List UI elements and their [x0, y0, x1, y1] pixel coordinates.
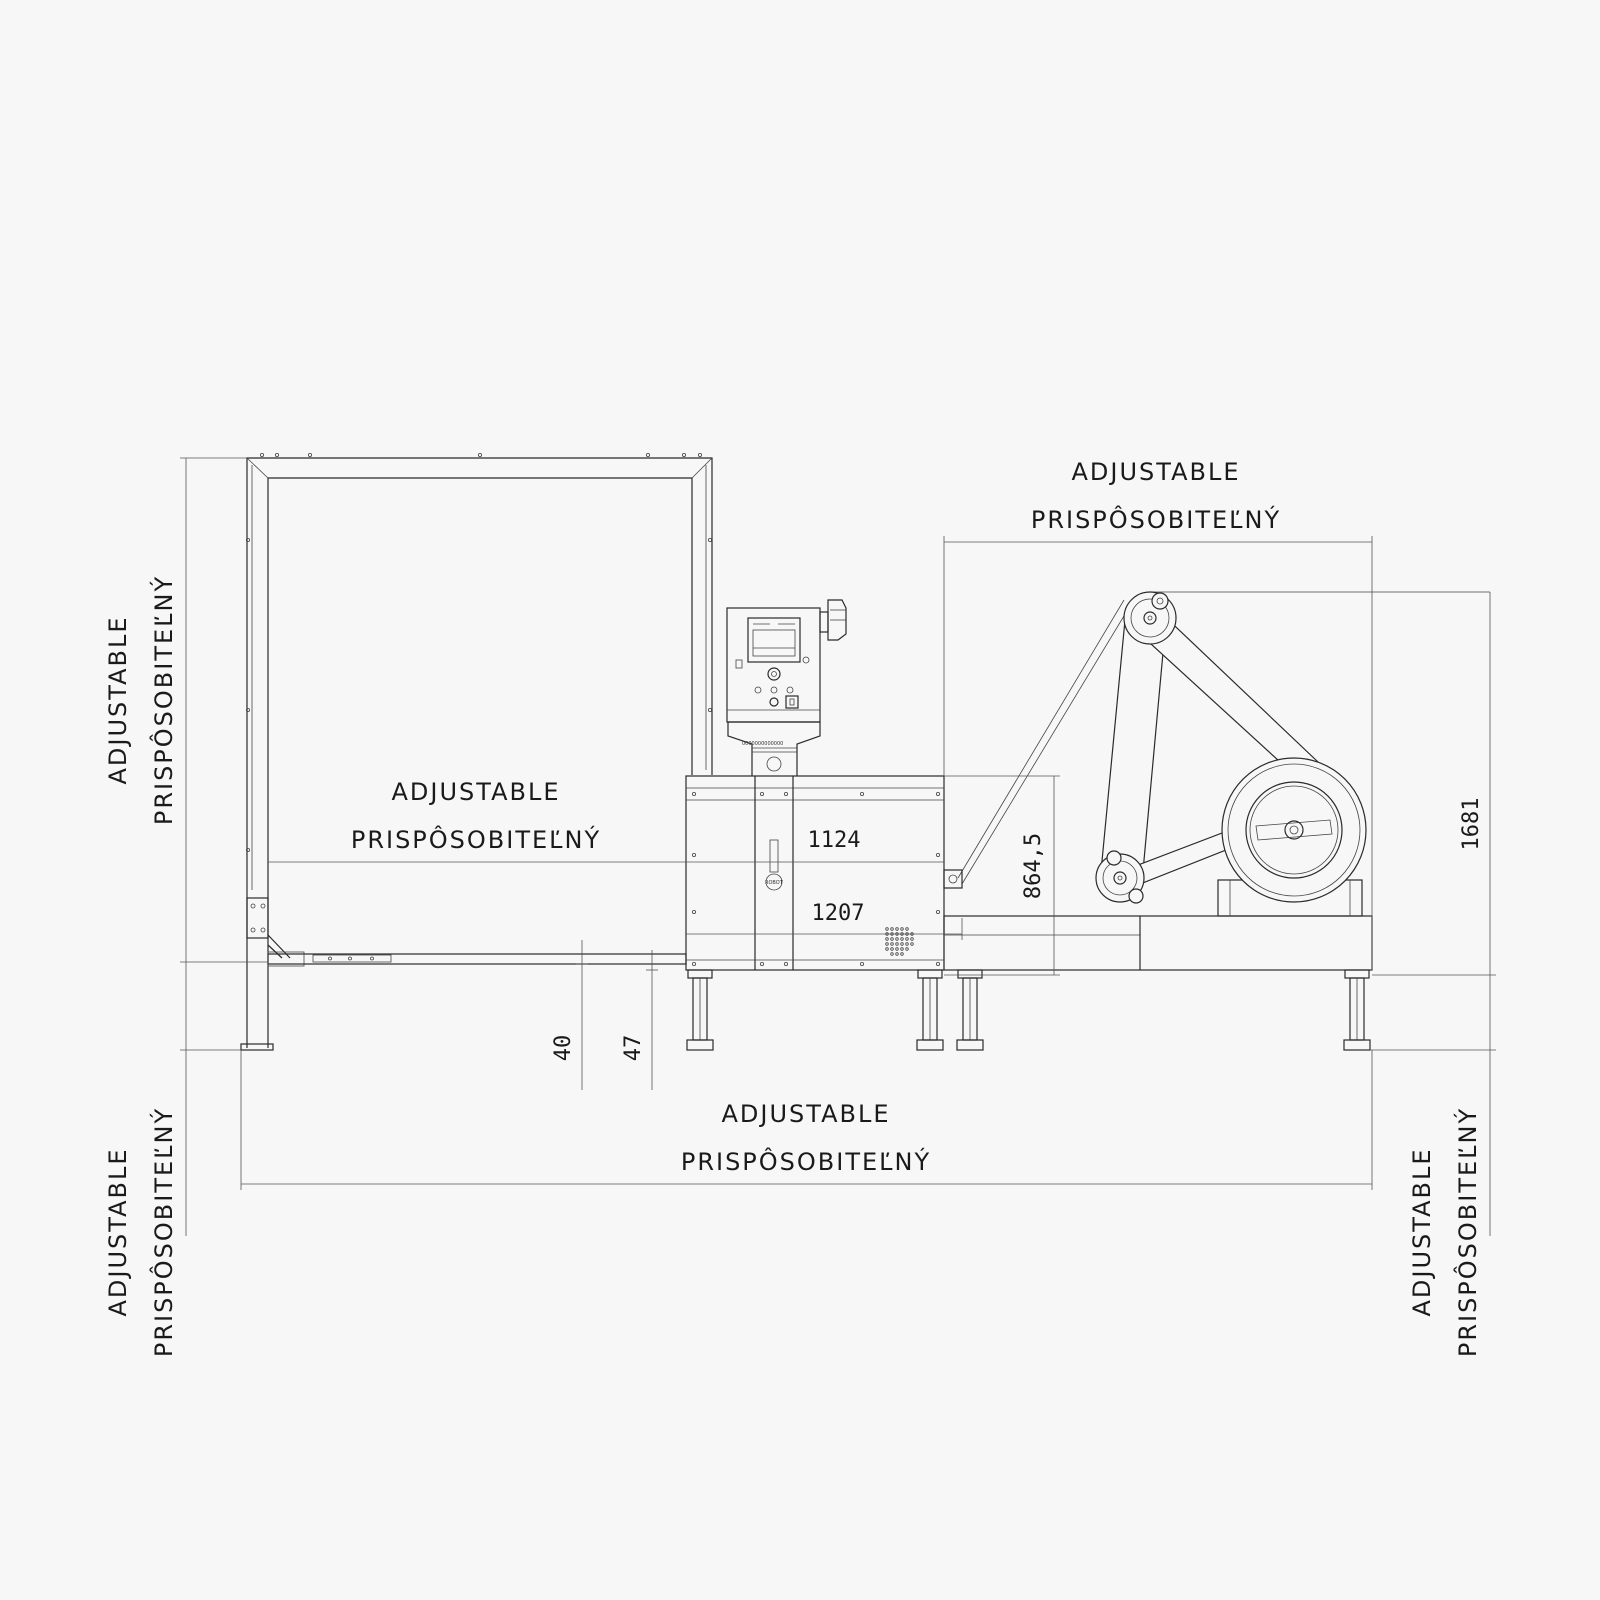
vent-hole [895, 942, 899, 946]
label-adjustable-sk: PRISPÔSOBITEĽNÝ [681, 1146, 931, 1176]
label-adjustable-sk: PRISPÔSOBITEĽNÝ [148, 575, 178, 825]
overall-length-label: ADJUSTABLE PRISPÔSOBITEĽNÝ [681, 1100, 931, 1176]
control-panel: 0000000000000 [726, 599, 847, 776]
label-adjustable-sk: PRISPÔSOBITEĽNÝ [1452, 1107, 1482, 1357]
vent-hole [895, 937, 899, 941]
left-leg-label: ADJUSTABLE PRISPÔSOBITEĽNÝ [104, 1107, 178, 1357]
unwinder-base [943, 915, 1373, 971]
label-adjustable: ADJUSTABLE [1408, 1148, 1436, 1317]
indicator-light-icon [786, 686, 794, 694]
dimension-47: 47 [621, 1035, 646, 1062]
vent-hole [905, 927, 909, 931]
cable-connector-icon [827, 599, 847, 641]
indicator-light-icon [770, 686, 778, 694]
support-legs [686, 969, 1371, 1051]
brand-logo: ROBOT [765, 839, 784, 891]
vent-hole [900, 927, 904, 931]
dimension-1681: 1681 [1459, 798, 1484, 851]
vent-hole [885, 947, 889, 951]
vent-hole [890, 937, 894, 941]
dimension-1124: 1124 [808, 828, 861, 853]
vent-grille [885, 927, 914, 956]
unwinder-width-label: ADJUSTABLE PRISPÔSOBITEĽNÝ [1031, 458, 1281, 534]
label-adjustable-sk: PRISPÔSOBITEĽNÝ [1031, 504, 1281, 534]
vent-hole [890, 947, 894, 951]
main-knob-icon [767, 667, 781, 681]
frame-width-label: ADJUSTABLE PRISPÔSOBITEĽNÝ [351, 778, 601, 854]
vent-hole [910, 937, 914, 941]
vent-hole [895, 952, 899, 956]
vent-hole [890, 942, 894, 946]
vent-hole [905, 942, 909, 946]
vent-hole [885, 927, 889, 931]
dimension-864-5: 864,5 [1021, 833, 1046, 899]
frame-bolts [245, 452, 713, 853]
cabinet-screws [692, 792, 941, 967]
label-adjustable-sk: PRISPÔSOBITEĽNÝ [351, 824, 601, 854]
label-adjustable: ADJUSTABLE [392, 778, 561, 806]
dimension-40: 40 [551, 1035, 576, 1062]
dancer-arm [943, 591, 1490, 904]
label-adjustable: ADJUSTABLE [104, 1148, 132, 1317]
indicator-light-icon [754, 686, 762, 694]
logo-text: ROBOT [765, 880, 784, 886]
label-adjustable: ADJUSTABLE [722, 1100, 891, 1128]
vent-hole [890, 927, 894, 931]
main-cabinet: ROBOT [685, 775, 945, 971]
vent-hole [900, 952, 904, 956]
label-adjustable: ADJUSTABLE [104, 616, 132, 785]
vent-hole [905, 937, 909, 941]
vent-hole [900, 942, 904, 946]
horizontal-rail [267, 951, 687, 967]
reel [1217, 757, 1367, 917]
vent-hole [900, 947, 904, 951]
label-adjustable-sk: PRISPÔSOBITEĽNÝ [148, 1107, 178, 1357]
portal-frame [240, 452, 713, 1051]
left-height-label: ADJUSTABLE PRISPÔSOBITEĽNÝ [104, 575, 178, 825]
right-leg-label: ADJUSTABLE PRISPÔSOBITEĽNÝ [1408, 1107, 1482, 1357]
vent-hole [895, 927, 899, 931]
vent-hole [890, 952, 894, 956]
vent-hole [900, 937, 904, 941]
emergency-stop-icon [769, 697, 779, 707]
vent-hole [885, 937, 889, 941]
vent-hole [895, 947, 899, 951]
power-switch-icon [785, 695, 799, 709]
vent-hole [905, 947, 909, 951]
label-adjustable: ADJUSTABLE [1072, 458, 1241, 486]
display-screen [747, 617, 801, 663]
panel-serial: 0000000000000 [742, 741, 783, 747]
vent-hole [885, 942, 889, 946]
dimension-1207: 1207 [812, 901, 865, 926]
vent-hole [910, 942, 914, 946]
dimension-lines [180, 457, 1496, 1236]
